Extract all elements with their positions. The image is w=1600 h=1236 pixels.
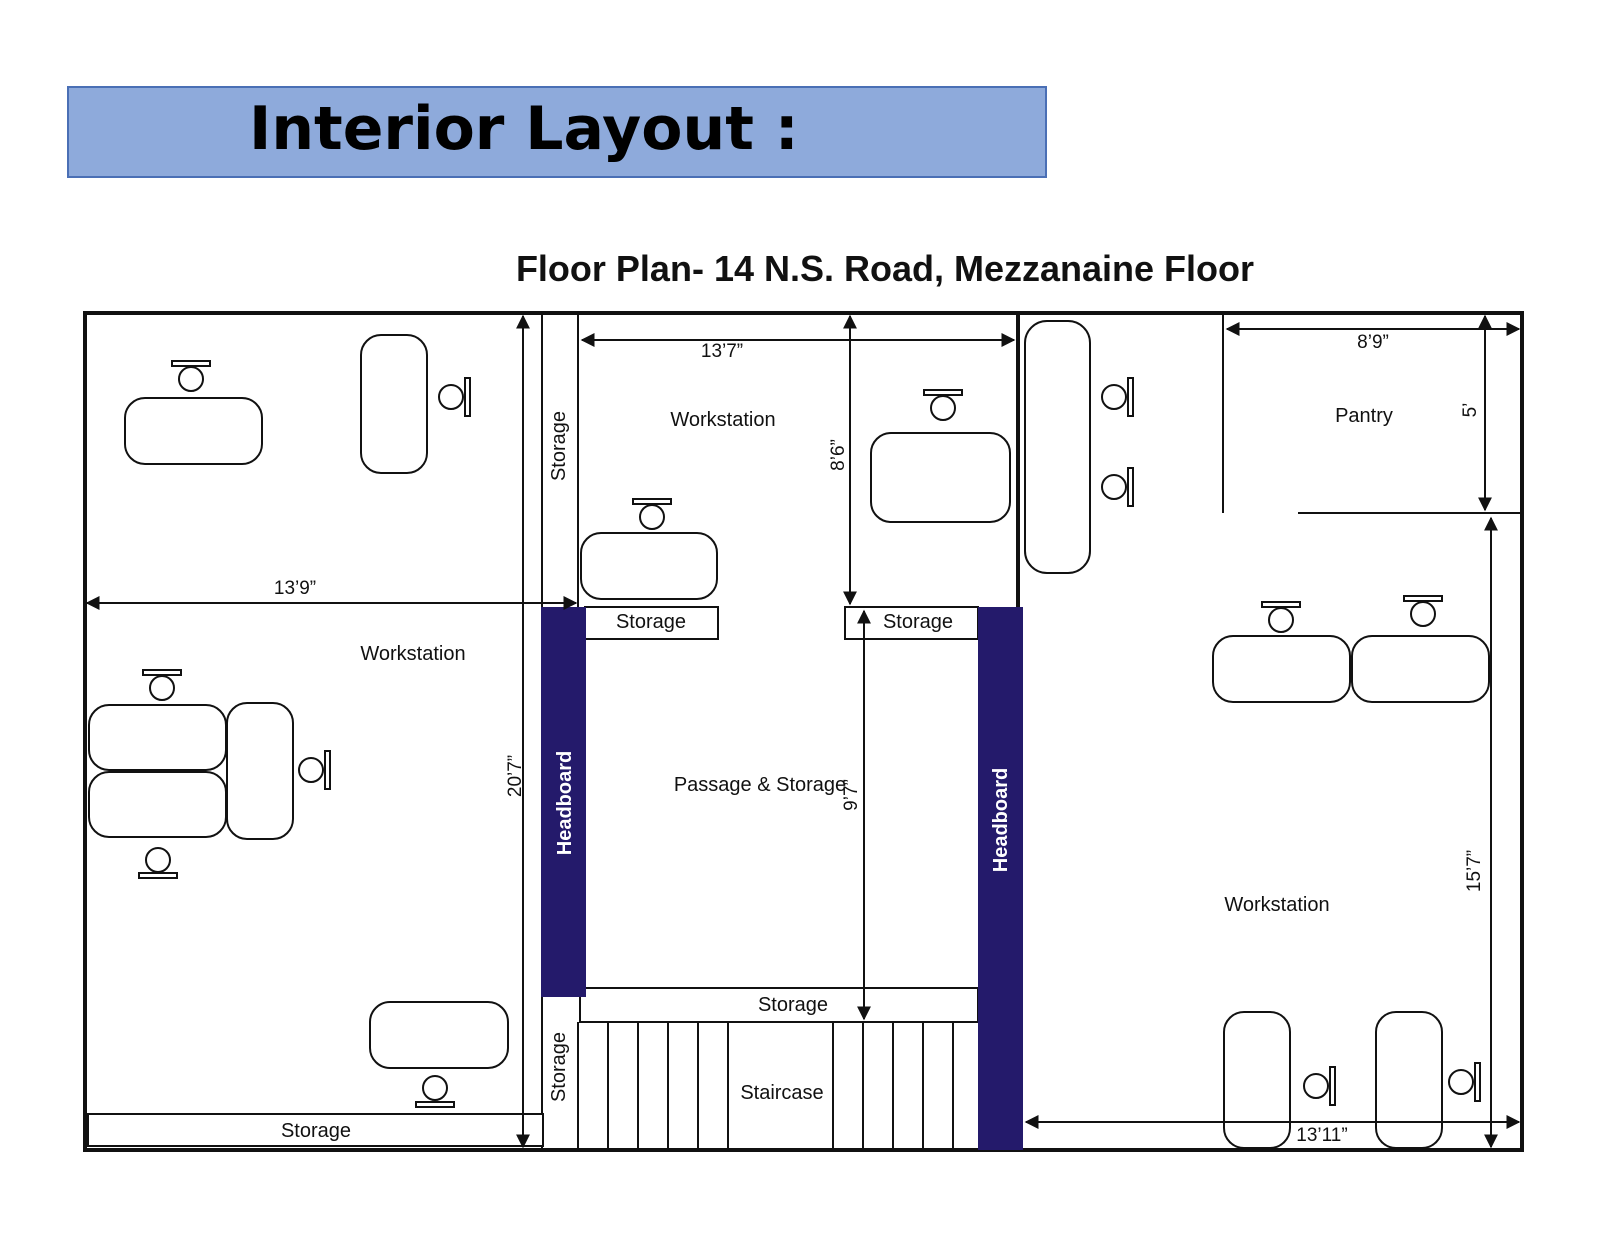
desk [1351, 635, 1490, 703]
chair-icon [298, 750, 331, 790]
dim-label: 8’6” [828, 439, 849, 471]
desk [124, 397, 263, 465]
desk [1212, 635, 1351, 703]
headboard-label: Headboard [990, 768, 1012, 872]
room-label-pantry: Pantry [1335, 405, 1393, 427]
desk [360, 334, 428, 474]
desk [1024, 320, 1091, 574]
dim-label: 20’7” [505, 755, 526, 797]
chair-icon [438, 377, 471, 417]
dim-label: 8’9” [1357, 332, 1389, 353]
chair-icon [1101, 467, 1134, 507]
headboard-label: Headboard [554, 751, 576, 855]
page-title: Interior Layout : [249, 94, 799, 164]
storage-label: Storage [883, 611, 953, 633]
room-label-staircase: Staircase [740, 1082, 823, 1104]
storage-label: Storage [758, 994, 828, 1016]
chair-icon [415, 1075, 455, 1108]
chair-icon [1448, 1062, 1481, 1102]
dim-label: 5’ [1460, 403, 1481, 418]
room-label-workstation-center: Workstation [670, 409, 775, 431]
plan-title: Floor Plan- 14 N.S. Road, Mezzanaine Flo… [515, 248, 1255, 289]
storage-center-left [584, 606, 719, 640]
dim-label: 13’7” [701, 341, 743, 362]
chair-icon [1403, 595, 1443, 627]
storage-bottom-left [87, 1113, 544, 1147]
chair-icon [138, 847, 178, 879]
headboard-right [978, 607, 1023, 1150]
room-label-workstation-left: Workstation [360, 643, 465, 665]
storage-center-bottom [579, 987, 979, 1023]
desk [226, 702, 294, 840]
room-label-workstation-right: Workstation [1224, 894, 1329, 916]
desk [1375, 1011, 1443, 1149]
chair-icon [632, 498, 672, 530]
desk [88, 771, 227, 838]
dim-label: 13’11” [1296, 1125, 1347, 1146]
title-banner: Interior Layout : [67, 86, 1047, 178]
desk [369, 1001, 509, 1069]
desk [88, 704, 227, 771]
chair-icon [923, 389, 963, 421]
dim-label: 15’7” [1464, 850, 1485, 892]
desk [870, 432, 1011, 523]
desk [1223, 1011, 1291, 1149]
staircase [577, 1022, 954, 1150]
dim-label: 9’7” [841, 779, 862, 811]
chair-icon [1303, 1066, 1336, 1106]
chair-icon [171, 360, 211, 392]
outer-wall [83, 311, 1524, 1152]
headboard-left [541, 607, 586, 997]
storage-label: Storage [548, 411, 570, 481]
storage-label: Storage [281, 1120, 351, 1142]
chair-icon [1101, 377, 1134, 417]
desk [580, 532, 718, 600]
chair-icon [1261, 601, 1301, 633]
dim-label: 13’9” [274, 578, 316, 599]
chair-icon [142, 669, 182, 701]
storage-label: Storage [616, 611, 686, 633]
storage-label: Storage [548, 1032, 570, 1102]
room-label-passage: Passage & Storage [674, 774, 846, 796]
